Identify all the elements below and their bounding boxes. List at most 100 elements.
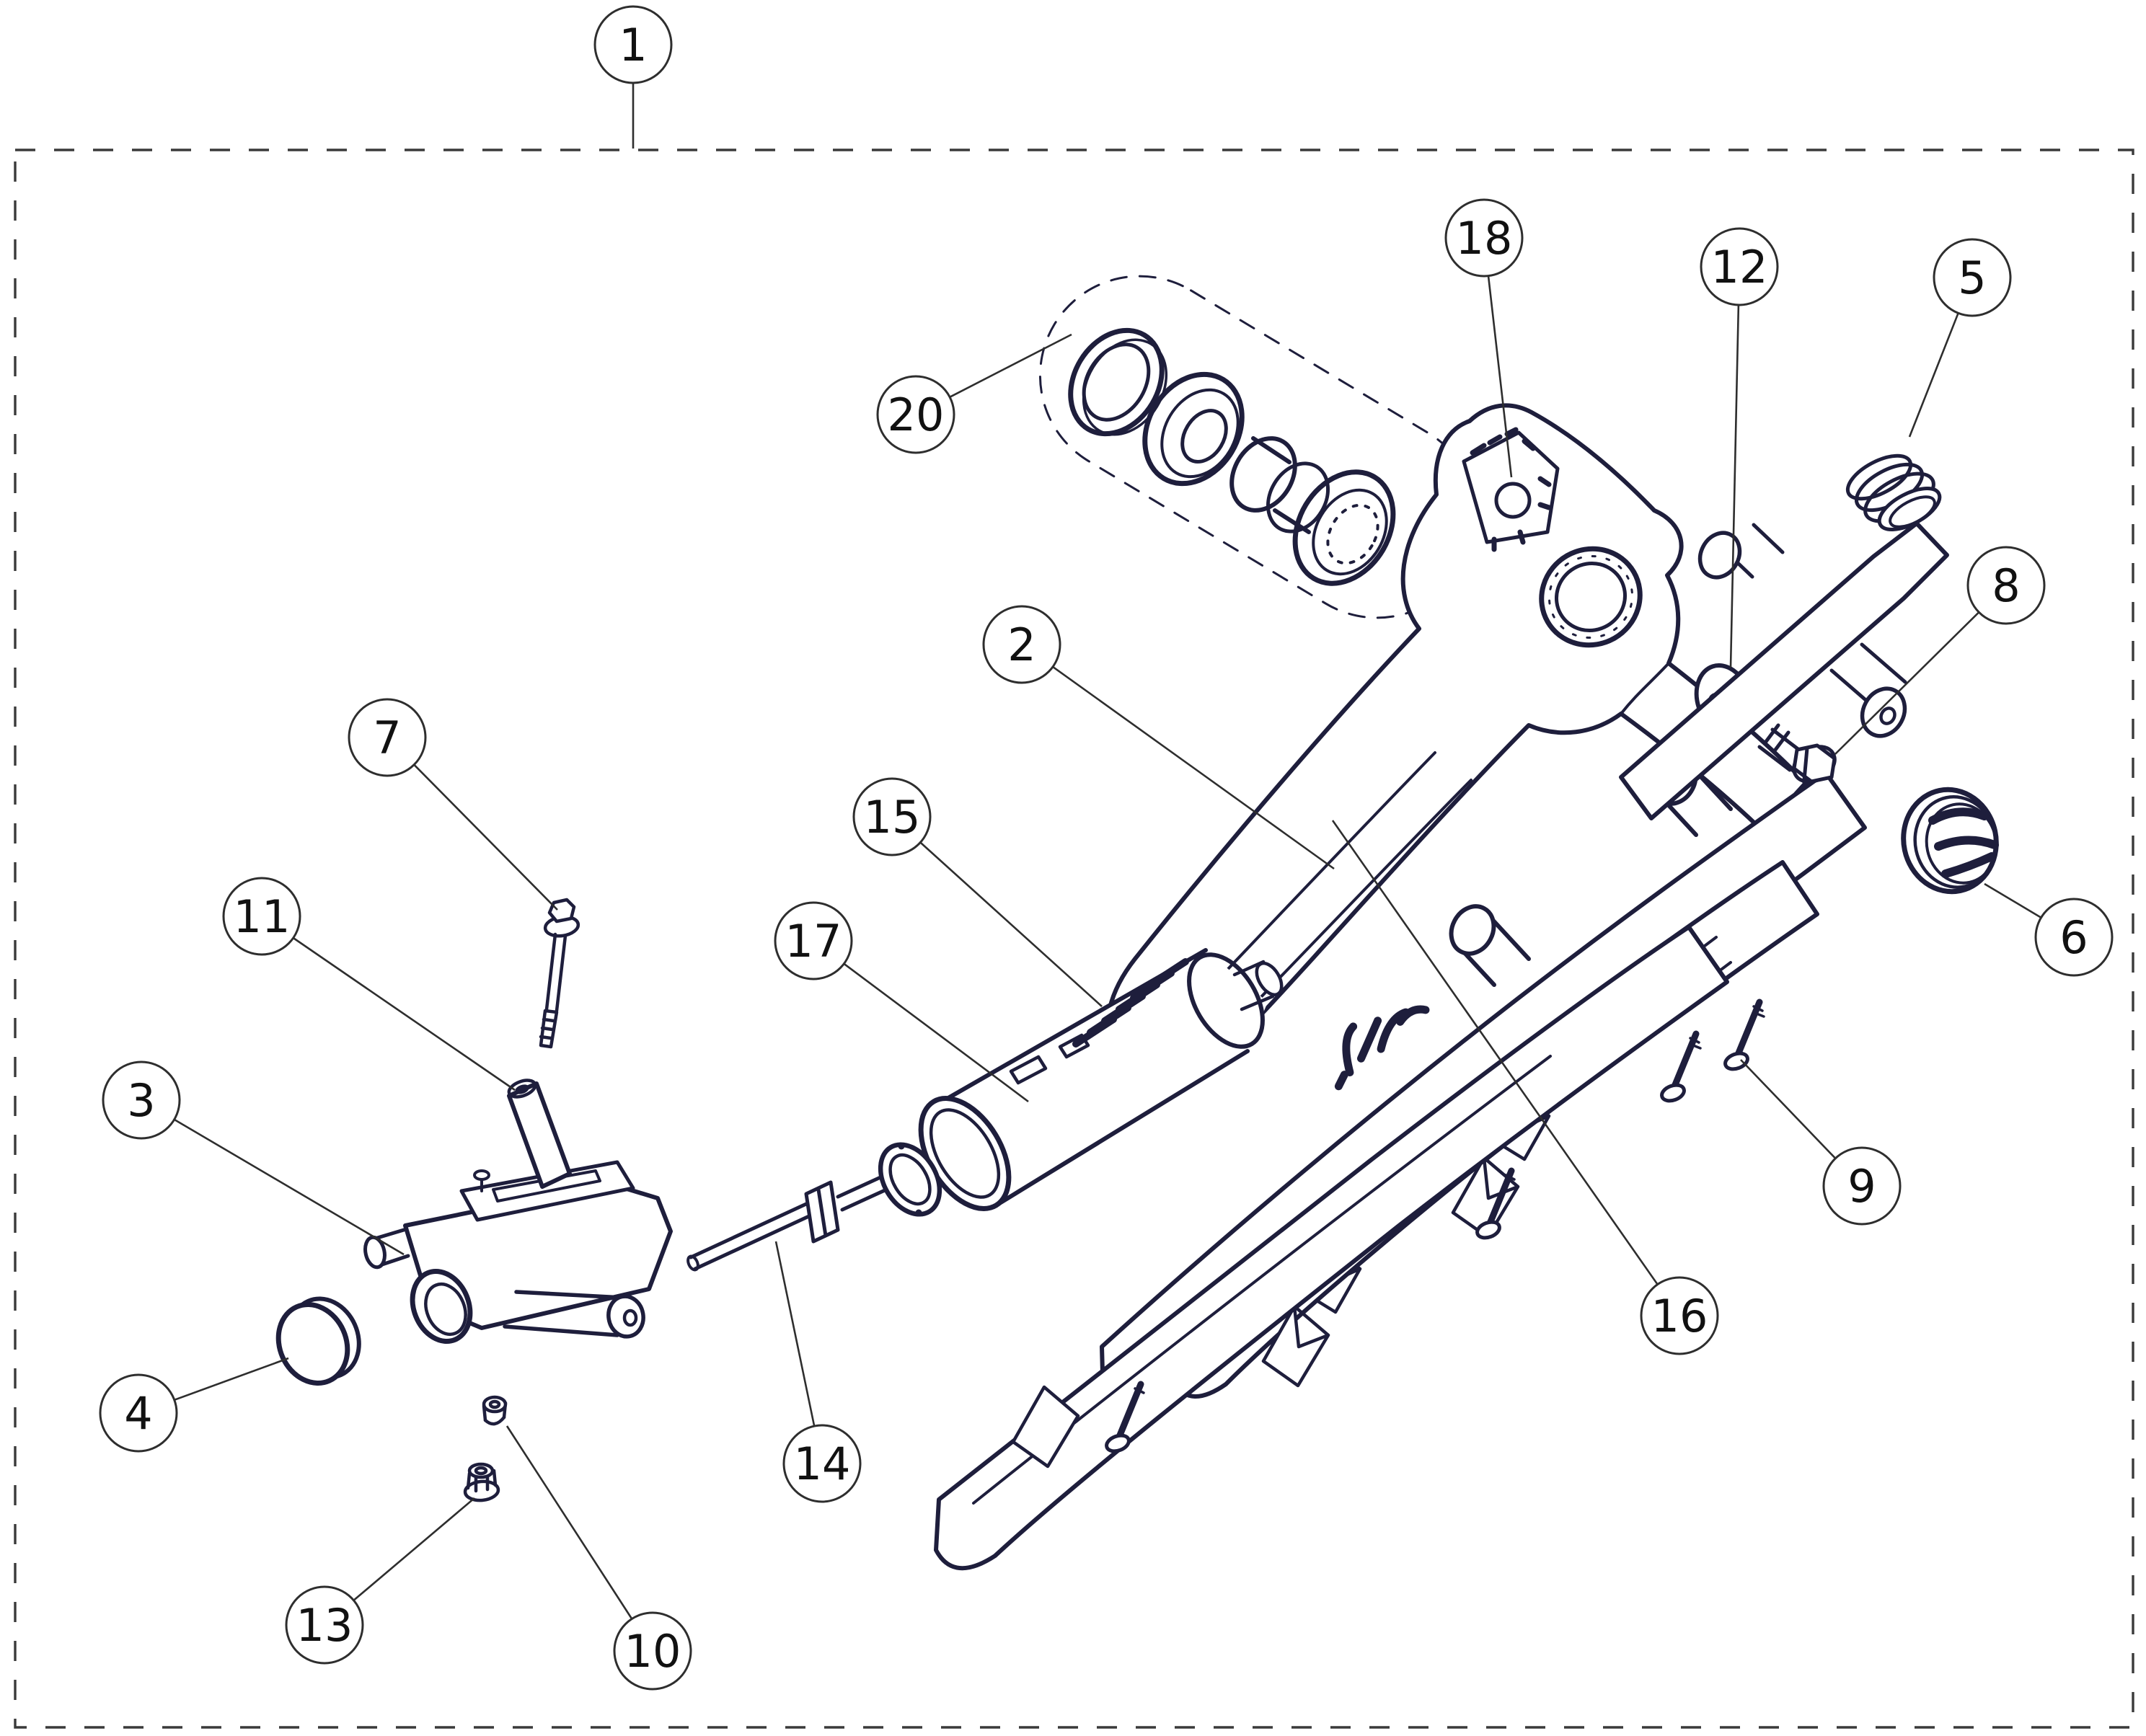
leader-line-18: [1487, 275, 1513, 478]
balloon-8: 8: [1834, 546, 2046, 755]
balloon-number-11: 11: [234, 890, 291, 943]
leader-line-11: [292, 936, 516, 1091]
balloon-5: 5: [1908, 238, 2012, 438]
balloon-2: 2: [982, 605, 1335, 870]
balloon-circle-14: [782, 1424, 862, 1503]
balloon-number-17: 17: [785, 915, 842, 967]
flanged-pivot-bolt-icon: [1757, 723, 1837, 784]
flange-nut-icon: [463, 1462, 500, 1502]
balloon-circle-9: [1822, 1146, 1902, 1226]
balloon-number-14: 14: [794, 1438, 851, 1490]
balloon-number-3: 3: [127, 1074, 155, 1127]
bearing-spacer-tube-icon: [1229, 436, 1330, 534]
balloon-number-10: 10: [624, 1625, 681, 1678]
leader-line-13: [353, 1497, 475, 1601]
balloon-15: 15: [852, 777, 1103, 1007]
balloon-number-16: 16: [1651, 1290, 1708, 1342]
balloon-circle-4: [99, 1373, 178, 1453]
balloon-11: 11: [222, 877, 516, 1091]
logo-end-cap-icon: [1901, 787, 1999, 895]
balloon-16: 16: [1331, 820, 1719, 1355]
balloon-number-4: 4: [124, 1387, 152, 1440]
balloon-number-8: 8: [1992, 559, 2020, 612]
leader-line-17: [843, 962, 1029, 1103]
balloon-number-18: 18: [1456, 212, 1513, 265]
balloon-circle-5: [1933, 238, 2012, 317]
leader-line-16: [1331, 820, 1659, 1285]
balloon-circle-8: [1966, 546, 2046, 625]
balloon-circle-12: [1700, 227, 1779, 306]
balloon-number-13: 13: [296, 1599, 353, 1652]
leader-line-10: [505, 1425, 633, 1620]
leader-line-15: [919, 841, 1103, 1007]
balloon-10: 10: [505, 1425, 692, 1691]
main-pivot-eye: [1539, 546, 1643, 648]
balloon-circle-6: [2034, 898, 2114, 977]
balloon-20: 20: [876, 333, 1072, 454]
grooved-preload-plug-icon: [1845, 453, 1942, 531]
exploded-assembly-art: [275, 275, 1999, 1571]
leader-line-2: [1052, 665, 1335, 870]
balloon-circle-18: [1444, 198, 1524, 278]
balloon-18: 18: [1444, 198, 1524, 478]
balloon-circle-2: [982, 605, 1061, 684]
link-body: [363, 1160, 673, 1344]
leader-line-5: [1908, 312, 1959, 438]
balloon-13: 13: [285, 1497, 475, 1665]
balloon-circle-16: [1640, 1276, 1719, 1355]
leader-line-8: [1834, 611, 1980, 755]
balloon-7: 7: [348, 698, 558, 911]
leader-line-9: [1740, 1059, 1837, 1159]
balloon-circle-20: [876, 375, 955, 454]
leader-line-20: [949, 333, 1072, 398]
balloon-number-6: 6: [2059, 911, 2088, 964]
bearing-kit-group: [1038, 275, 1478, 619]
torx-screw-icon: [1105, 998, 1765, 1453]
balloon-circle-13: [285, 1585, 364, 1665]
leader-line-4: [174, 1357, 289, 1401]
balloon-number-15: 15: [864, 791, 921, 843]
cap-logo-glyph: [1928, 807, 1999, 878]
rocker-link-body: [1105, 403, 1808, 1088]
balloon-14: 14: [774, 1241, 862, 1503]
assembly-boundary-dashed-box: [14, 149, 2134, 1729]
balloon-number-2: 2: [1007, 619, 1036, 671]
balloon-1: 1: [593, 5, 673, 149]
shoulder-bolt-icon: [539, 898, 580, 1049]
balloon-circle-1: [593, 5, 673, 84]
pivot-boss-icon: [1449, 904, 1531, 987]
balloon-17: 17: [774, 901, 1029, 1103]
balloon-circle-15: [852, 777, 932, 856]
axle-clamp-ring-icon: [878, 1142, 942, 1217]
balloon-number-5: 5: [1958, 252, 1986, 304]
balloon-circle-11: [222, 877, 301, 956]
balloon-9: 9: [1740, 1059, 1902, 1226]
balloon-12: 12: [1700, 227, 1779, 668]
brand-script-logo-icon: [1334, 1005, 1430, 1091]
bore-cap-disc-icon: [275, 1296, 361, 1386]
balloon-3: 3: [102, 1060, 405, 1256]
leader-line-7: [413, 763, 558, 911]
balloon-number-12: 12: [1711, 241, 1768, 293]
thru-axle-icon: [686, 1171, 900, 1272]
cartridge-bearing-icon: [1292, 469, 1396, 586]
balloon-6: 6: [1984, 882, 2114, 977]
leader-line-12: [1729, 304, 1740, 668]
balloon-circle-10: [613, 1611, 692, 1691]
leader-line-6: [1984, 882, 2042, 918]
balloon-number-20: 20: [888, 389, 945, 441]
serrated-pivot-pad-icon: [1072, 958, 1189, 1048]
leader-line-14: [774, 1241, 816, 1427]
balloon-circle-3: [102, 1060, 181, 1140]
balloon-circle-7: [348, 698, 427, 777]
balloon-circle-17: [774, 901, 853, 980]
chainstay-plate: [934, 925, 1729, 1571]
balloon-number-1: 1: [619, 19, 647, 71]
manufacturer-logo-mark-icon: [1462, 427, 1560, 552]
pivot-tube-icon: [918, 948, 1284, 1211]
leader-line-3: [174, 1118, 405, 1256]
cartridge-bearing-icon: [1142, 371, 1245, 487]
